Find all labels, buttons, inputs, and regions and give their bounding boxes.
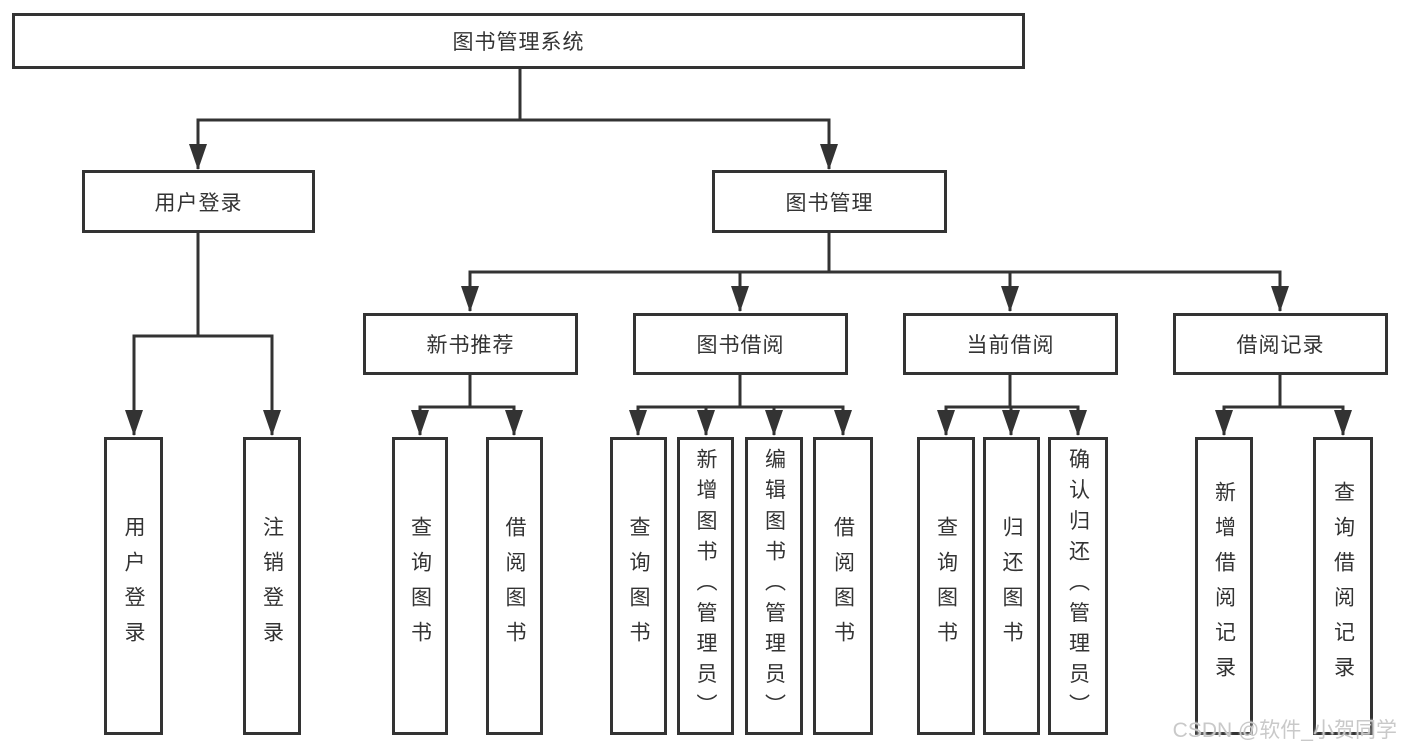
- leaf-user-login: 用户登录: [104, 437, 163, 735]
- connector-new-book-to-leaves: [411, 375, 523, 436]
- leaf-logout-label: 注销登录: [260, 516, 284, 656]
- node-current-borrowing: 当前借阅: [903, 313, 1118, 375]
- connector-book-borrow-to-leaves: [629, 375, 852, 436]
- node-library-system: 图书管理系统: [12, 13, 1025, 69]
- leaf-confirm-return-admin: 确认归还（管理员）: [1048, 437, 1108, 735]
- leaf-query-books-borrow-label: 查询图书: [627, 516, 650, 656]
- leaf-borrow-books-label: 借阅图书: [831, 516, 855, 656]
- connector-borrow-records-to-leaves: [1215, 375, 1352, 436]
- node-book-management-label: 图书管理: [785, 191, 874, 215]
- leaf-borrow-books-recommend: 借阅图书: [486, 437, 543, 735]
- node-book-management: 图书管理: [712, 170, 947, 233]
- node-current-borrowing-label: 当前借阅: [966, 334, 1055, 357]
- node-new-book-recommend: 新书推荐: [363, 313, 578, 375]
- node-borrow-records: 借阅记录: [1173, 313, 1388, 375]
- leaf-confirm-return-admin-label: 确认归还（管理员）: [1066, 448, 1090, 724]
- leaf-add-borrow-record-label: 新增借阅记录: [1212, 481, 1236, 691]
- leaf-logout: 注销登录: [243, 437, 301, 735]
- leaf-borrow-books: 借阅图书: [813, 437, 873, 735]
- leaf-query-books-current-label: 查询图书: [934, 516, 958, 656]
- leaf-edit-book-admin: 编辑图书（管理员）: [745, 437, 803, 735]
- leaf-add-book-admin: 新增图书（管理员）: [677, 437, 734, 735]
- leaf-return-book: 归还图书: [983, 437, 1040, 735]
- node-book-borrowing-label: 图书借阅: [696, 334, 785, 357]
- leaf-query-books-borrow: 查询图书: [610, 437, 667, 735]
- leaf-return-book-label: 归还图书: [1000, 516, 1023, 656]
- leaf-query-books-current: 查询图书: [917, 437, 975, 735]
- node-new-book-recommend-label: 新书推荐: [426, 334, 515, 357]
- leaf-add-book-admin-label: 新增图书（管理员）: [694, 448, 717, 724]
- leaf-borrow-books-recommend-label: 借阅图书: [503, 516, 526, 656]
- leaf-add-borrow-record: 新增借阅记录: [1195, 437, 1253, 735]
- node-book-borrowing: 图书借阅: [633, 313, 848, 375]
- leaf-query-borrow-record: 查询借阅记录: [1313, 437, 1373, 735]
- node-user-login-label: 用户登录: [154, 191, 243, 215]
- connector-current-borrow-to-leaves: [937, 375, 1087, 436]
- connector-root-to-level2: [189, 66, 838, 170]
- leaf-query-borrow-record-label: 查询借阅记录: [1331, 481, 1355, 691]
- leaf-query-books-recommend-label: 查询图书: [408, 516, 432, 656]
- watermark: CSDN @软件_小贺同学: [1172, 719, 1397, 742]
- leaf-user-login-label: 用户登录: [122, 516, 145, 656]
- connector-book-mgmt-to-level3: [461, 233, 1289, 312]
- node-user-login: 用户登录: [82, 170, 315, 233]
- leaf-query-books-recommend: 查询图书: [392, 437, 448, 735]
- connector-user-login-to-leaves: [125, 233, 281, 436]
- leaf-edit-book-admin-label: 编辑图书（管理员）: [762, 448, 786, 724]
- node-library-system-label: 图书管理系统: [452, 31, 585, 54]
- node-borrow-records-label: 借阅记录: [1236, 334, 1325, 357]
